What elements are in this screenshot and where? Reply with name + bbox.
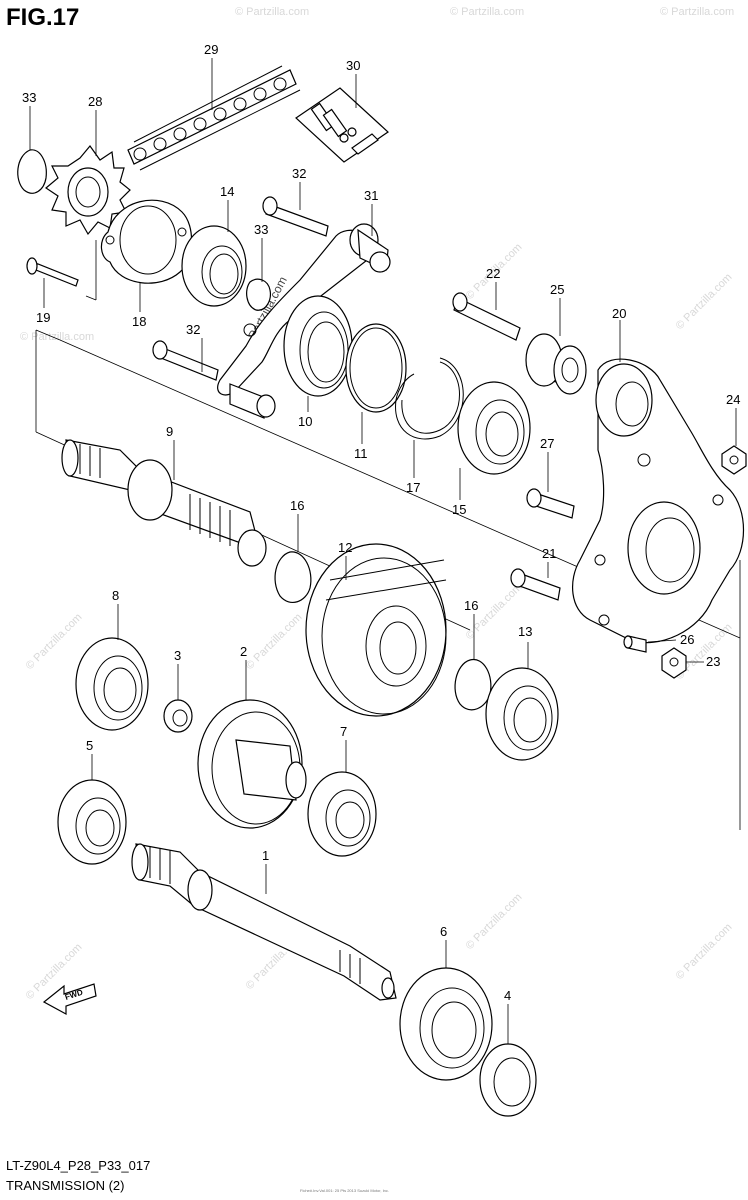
spacer bbox=[525, 333, 587, 395]
ball-bearing bbox=[399, 967, 493, 1081]
callout-2: 2 bbox=[240, 644, 247, 659]
dowel-pin bbox=[623, 635, 647, 653]
watermark-text: © Partzilla.com bbox=[235, 6, 309, 18]
callout-1: 1 bbox=[262, 848, 269, 863]
callout-28: 28 bbox=[88, 94, 102, 109]
footnote: Fiche#.Inv.Val.001: 25 Pts 2013 Suzuki M… bbox=[300, 1188, 390, 1193]
watermark-text: © Partzilla.com bbox=[450, 6, 524, 18]
drive-chain bbox=[127, 65, 301, 171]
callout-18: 18 bbox=[132, 314, 146, 329]
callout-26: 26 bbox=[680, 632, 694, 647]
circlip bbox=[246, 278, 271, 311]
bolt bbox=[152, 340, 219, 381]
bolt bbox=[452, 292, 521, 341]
callout-29: 29 bbox=[204, 42, 218, 57]
callout-23: 23 bbox=[706, 654, 720, 669]
callout-24: 24 bbox=[726, 392, 740, 407]
nut bbox=[721, 445, 747, 475]
watermark-text: © Partzilla.com bbox=[24, 611, 85, 672]
figure-title: FIG.17 bbox=[6, 4, 80, 31]
figure-name: TRANSMISSION (2) bbox=[6, 1178, 125, 1193]
callout-numbers: 33 28 29 30 32 14 31 33 18 19 32 10 11 1… bbox=[22, 42, 740, 1003]
callout-33: 33 bbox=[254, 222, 268, 237]
callout-6: 6 bbox=[440, 924, 447, 939]
direction-marker: FWD bbox=[42, 983, 97, 1016]
watermark-text: © Partzilla.com bbox=[20, 331, 94, 343]
bearing-housing bbox=[572, 358, 745, 644]
callout-11: 11 bbox=[354, 446, 368, 461]
snap-ring bbox=[395, 357, 464, 440]
ball-bearing bbox=[75, 637, 149, 731]
large-gear bbox=[305, 543, 447, 717]
callout-7: 7 bbox=[340, 724, 347, 739]
callout-16: 16 bbox=[290, 498, 304, 513]
callout-32: 32 bbox=[292, 166, 306, 181]
nut bbox=[661, 647, 687, 679]
ball-bearing bbox=[307, 771, 377, 857]
callout-32: 32 bbox=[186, 322, 200, 337]
chain-joint-kit bbox=[295, 87, 389, 163]
sprocket bbox=[44, 145, 131, 236]
model-code: LT-Z90L4_P28_P33_017 bbox=[6, 1158, 151, 1173]
bolt bbox=[262, 196, 329, 237]
callout-12: 12 bbox=[338, 540, 352, 555]
callout-27: 27 bbox=[540, 436, 554, 451]
oil-seal bbox=[181, 225, 247, 307]
circlip bbox=[17, 149, 47, 194]
ball-bearing bbox=[57, 779, 127, 865]
ball-bearing bbox=[457, 381, 531, 475]
callout-8: 8 bbox=[112, 588, 119, 603]
callout-17: 17 bbox=[406, 480, 420, 495]
watermark-text: © Partzilla.com bbox=[660, 6, 734, 18]
washer bbox=[163, 699, 193, 733]
bolt bbox=[510, 568, 561, 601]
leader-lines bbox=[29, 58, 737, 1044]
bolt bbox=[26, 257, 79, 287]
driveshaft bbox=[61, 439, 267, 567]
bolt bbox=[526, 488, 575, 519]
countershaft bbox=[131, 843, 397, 1001]
chain-links bbox=[133, 77, 287, 161]
callout-16: 16 bbox=[464, 598, 478, 613]
callout-10: 10 bbox=[298, 414, 312, 429]
callout-15: 15 bbox=[452, 502, 466, 517]
callout-9: 9 bbox=[166, 424, 173, 439]
callout-25: 25 bbox=[550, 282, 564, 297]
o-ring bbox=[345, 323, 407, 413]
callout-31: 31 bbox=[364, 188, 378, 203]
callout-22: 22 bbox=[486, 266, 500, 281]
arrow-fwd-icon bbox=[42, 983, 97, 1016]
ball-bearing bbox=[485, 667, 559, 761]
callout-5: 5 bbox=[86, 738, 93, 753]
callout-33: 33 bbox=[22, 90, 36, 105]
watermark-text: © Partzilla.com bbox=[674, 921, 735, 982]
watermark-text: © Partzilla.com bbox=[674, 271, 735, 332]
small-gear bbox=[197, 699, 307, 829]
callout-30: 30 bbox=[346, 58, 360, 73]
callout-14: 14 bbox=[220, 184, 234, 199]
callout-21: 21 bbox=[542, 546, 556, 561]
gasket bbox=[100, 199, 193, 284]
callout-19: 19 bbox=[36, 310, 50, 325]
circlip bbox=[274, 551, 312, 604]
watermark-text: © Partzilla.com bbox=[244, 611, 305, 672]
callout-4: 4 bbox=[504, 988, 511, 1003]
oil-seal bbox=[479, 1043, 537, 1117]
callout-3: 3 bbox=[174, 648, 181, 663]
circlip bbox=[454, 658, 492, 711]
callout-13: 13 bbox=[518, 624, 532, 639]
oil-seal bbox=[283, 295, 353, 397]
watermark-text: © Partzilla.com bbox=[464, 891, 525, 952]
callout-20: 20 bbox=[612, 306, 626, 321]
